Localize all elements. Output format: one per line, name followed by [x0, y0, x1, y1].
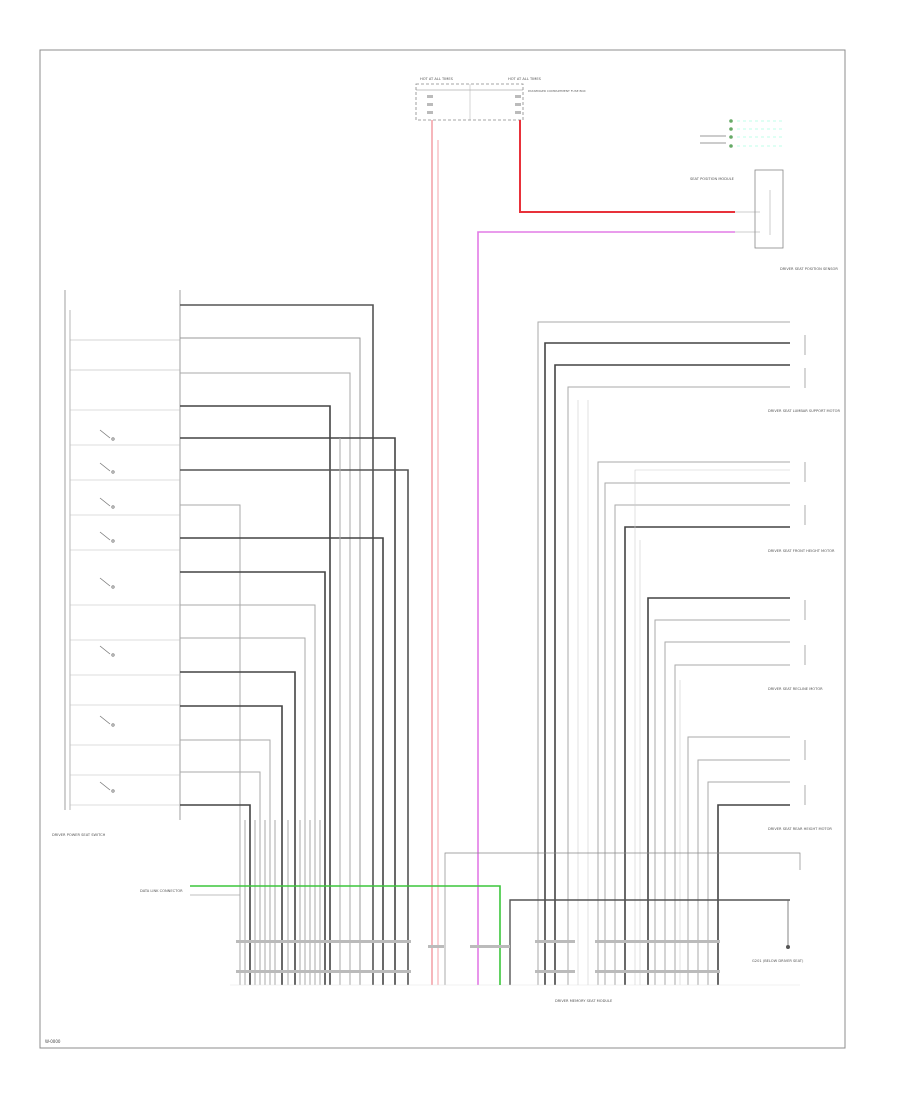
memory-module: DATA LINK CONNECTOR G201 (BELOW DRIVER S… [140, 852, 804, 1003]
fuse-side-label: PASSENGER COMPARTMENT FUSE BOX [528, 89, 586, 93]
connector-pins [236, 940, 720, 973]
fuse-right-label: HOT AT ALL TIMES [508, 77, 542, 81]
fuse-box: HOT AT ALL TIMES HOT AT ALL TIMES PASSEN… [415, 77, 586, 121]
left-harness [180, 304, 409, 985]
seat-position-module-label: SEAT POSITION MODULE [690, 177, 735, 181]
seat-sensor-label: DRIVER SEAT POSITION SENSOR [780, 267, 838, 271]
fuse-left-label: HOT AT ALL TIMES [420, 77, 454, 81]
recline-motor-label: DRIVER SEAT FRONT HEIGHT MOTOR [768, 549, 835, 553]
legend-dots [700, 119, 785, 148]
ground-label: G201 (BELOW DRIVER SEAT) [752, 959, 804, 963]
seat-switch-assembly: DRIVER POWER SEAT SWITCH [52, 290, 181, 837]
rear-height-motor-label: DRIVER SEAT REAR HEIGHT MOTOR [768, 827, 832, 831]
footer-code: W-0000 [45, 1039, 61, 1044]
memory-module-label: DRIVER MEMORY SEAT MODULE [555, 999, 613, 1003]
power-wires [431, 120, 735, 985]
diagram-frame [39, 49, 846, 1049]
right-harness [537, 321, 790, 985]
lumbar-motor-label: DRIVER SEAT LUMBAR SUPPORT MOTOR [768, 409, 840, 413]
switch-assembly-label: DRIVER POWER SEAT SWITCH [52, 833, 106, 837]
data-link-label: DATA LINK CONNECTOR [140, 889, 183, 893]
seat-position-module: SEAT POSITION MODULE [690, 169, 784, 249]
slide-motor-label: DRIVER SEAT RECLINE MOTOR [768, 687, 823, 691]
